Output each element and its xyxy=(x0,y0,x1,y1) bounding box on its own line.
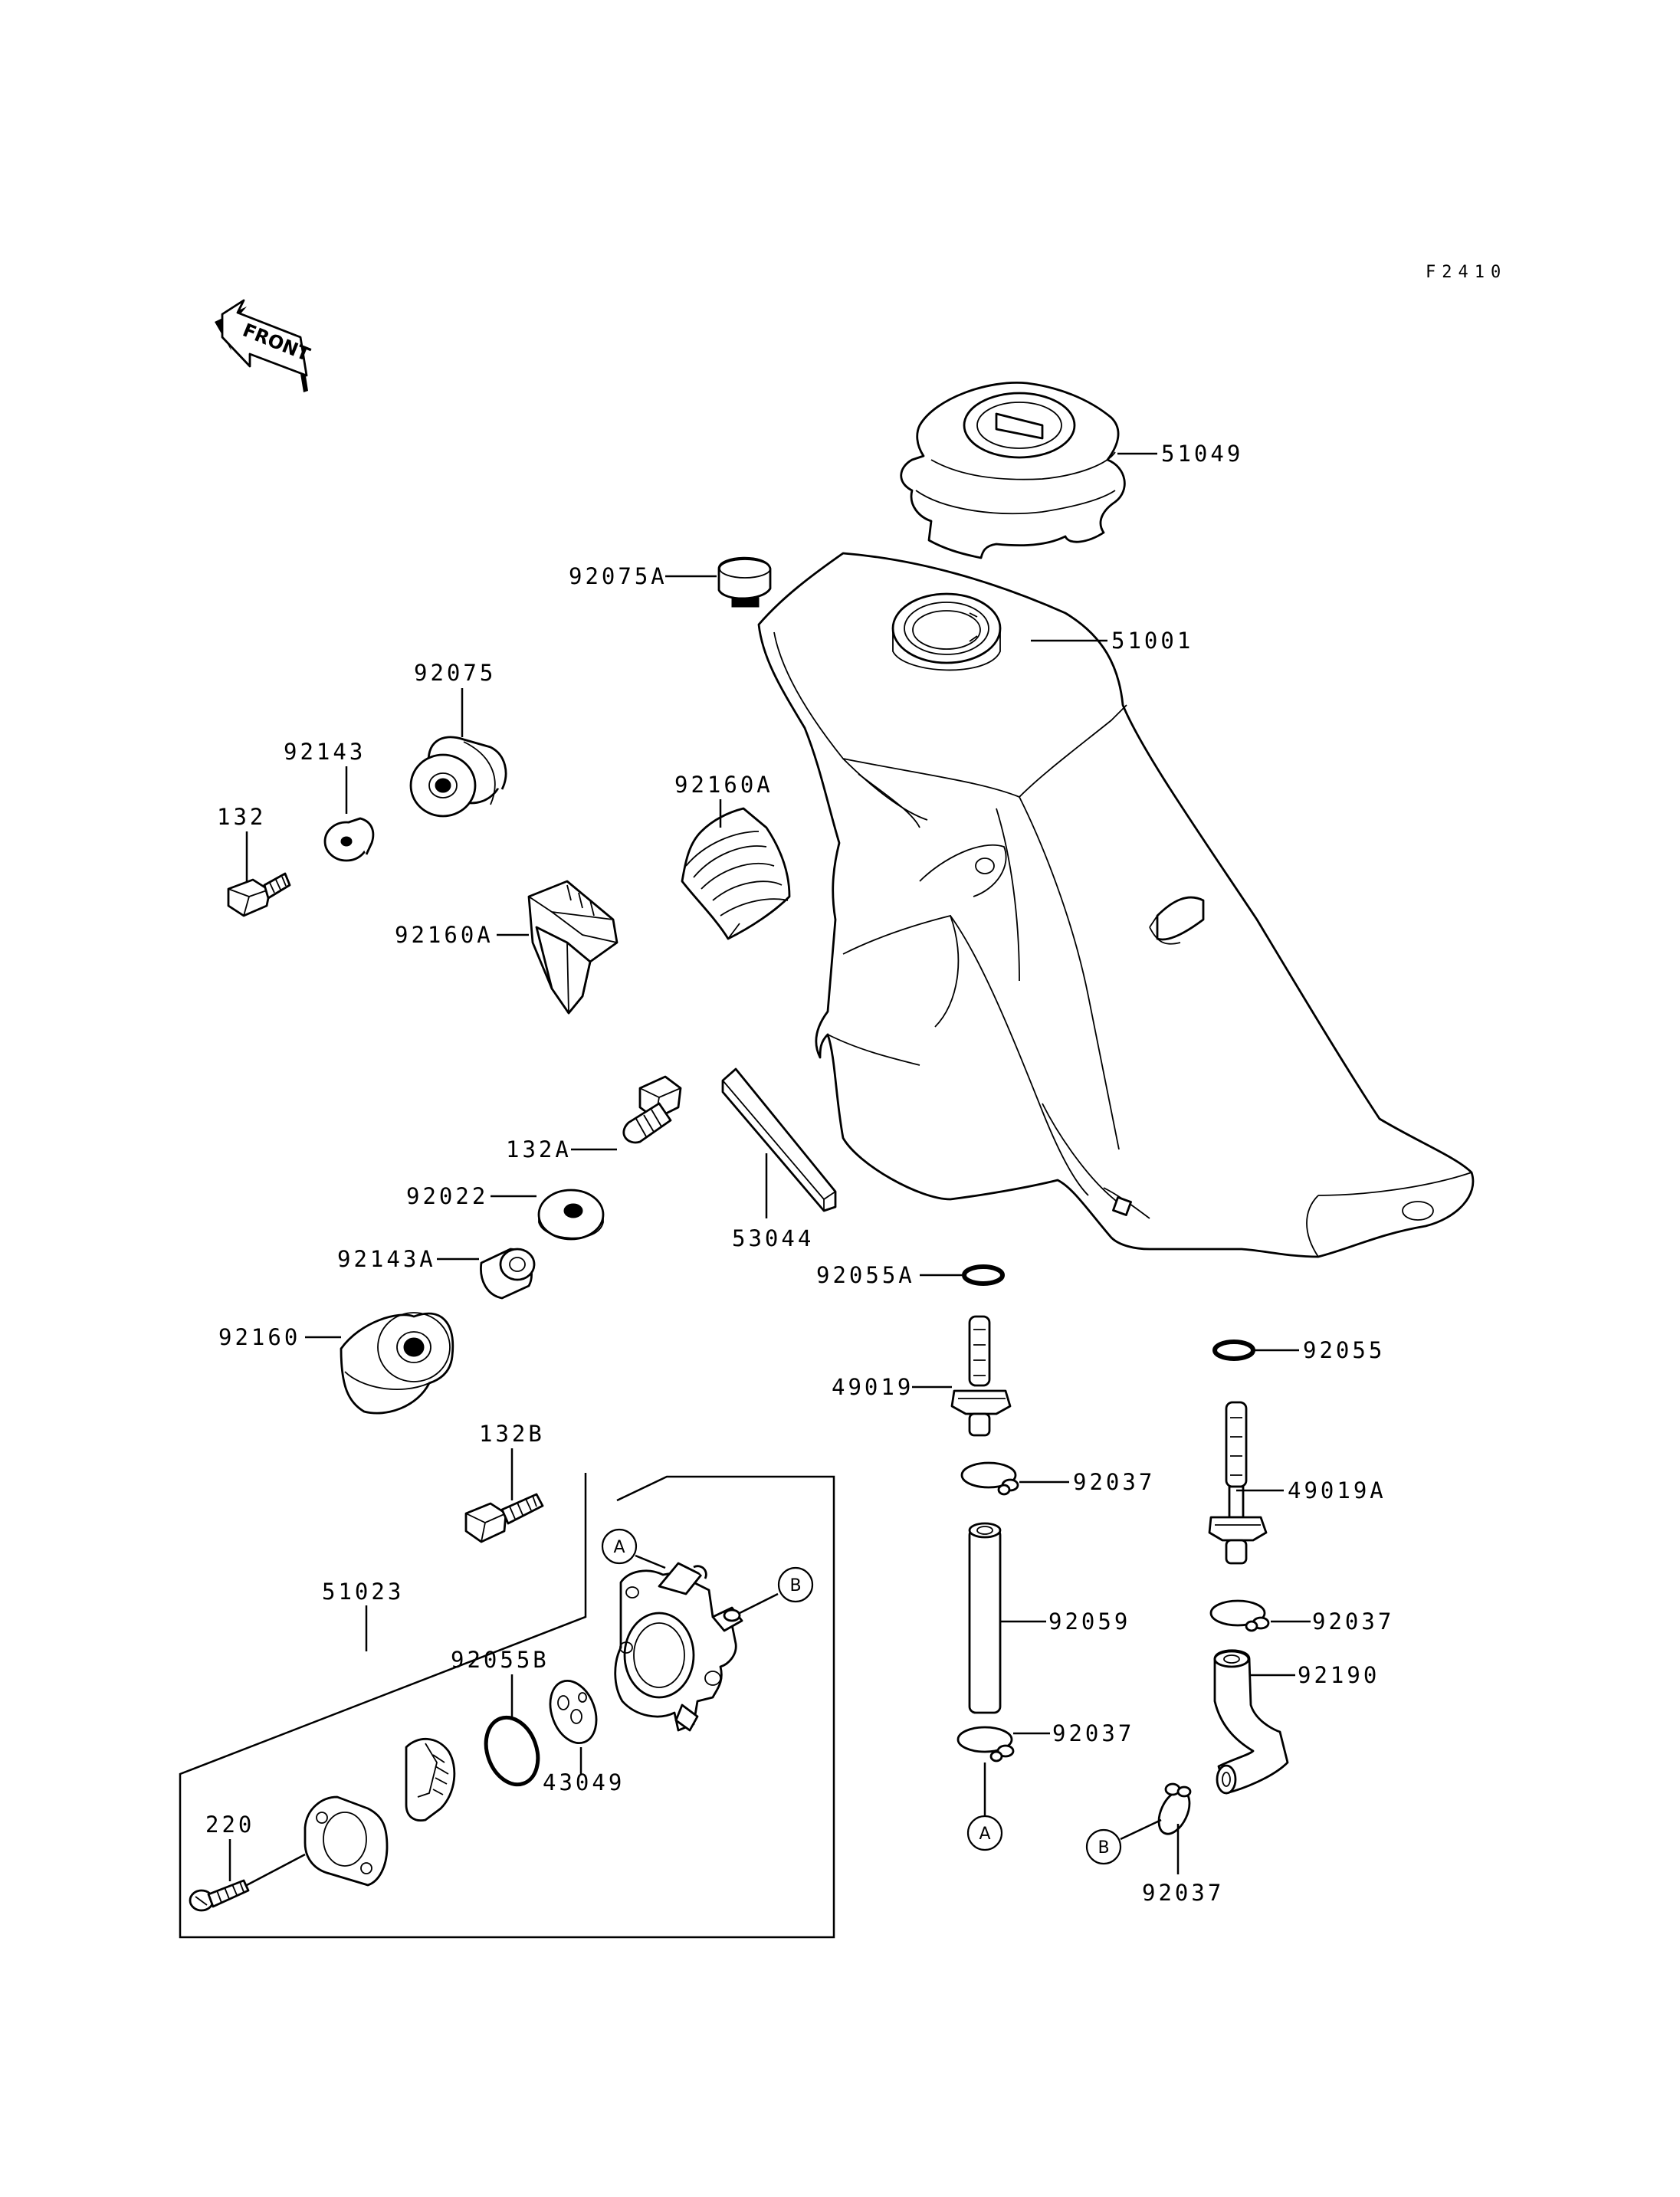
connector-a-valve-label: A xyxy=(613,1538,625,1557)
oring-92055 xyxy=(1212,1340,1255,1361)
label-92037-a: 92037 xyxy=(1073,1469,1155,1495)
oring-92055B xyxy=(484,1715,540,1787)
label-92037-d: 92037 xyxy=(1142,1880,1224,1906)
label-92022: 92022 xyxy=(406,1183,488,1209)
label-92160A-top: 92160A xyxy=(674,772,773,798)
oring-92055A xyxy=(962,1264,1005,1286)
label-92055: 92055 xyxy=(1303,1337,1385,1363)
front-arrow-icon: FRONT xyxy=(215,299,313,392)
clamp-92037-c xyxy=(956,1726,1015,1763)
connector-b-valve-label: B xyxy=(789,1576,801,1595)
washer-92022 xyxy=(537,1189,605,1241)
connector-a-valve: A xyxy=(601,1528,638,1565)
label-132: 132 xyxy=(217,804,266,830)
connector-a-hose-label: A xyxy=(979,1825,990,1844)
diagram-code: F2410 xyxy=(1426,263,1507,282)
fuel-tank xyxy=(757,552,1475,1258)
label-53044: 53044 xyxy=(732,1225,814,1251)
label-43049: 43049 xyxy=(543,1769,625,1795)
label-92037-b: 92037 xyxy=(1312,1608,1394,1635)
clamp-92037-b xyxy=(1209,1599,1270,1632)
filter-49019A xyxy=(1208,1401,1268,1565)
collar-92143 xyxy=(323,817,375,862)
hose-92190 xyxy=(1213,1649,1289,1795)
label-51049: 51049 xyxy=(1161,441,1243,467)
label-92143A: 92143A xyxy=(337,1246,436,1272)
label-51001: 51001 xyxy=(1111,628,1193,654)
connector-b-hose: B xyxy=(1085,1828,1122,1865)
label-92075A: 92075A xyxy=(569,563,668,589)
connector-b-hose-label: B xyxy=(1098,1838,1109,1858)
label-220: 220 xyxy=(205,1812,254,1838)
gasket-43049 xyxy=(549,1679,598,1745)
valve-lever xyxy=(405,1737,456,1822)
label-92190: 92190 xyxy=(1298,1662,1380,1688)
label-92075: 92075 xyxy=(414,660,496,686)
pad-92160A-left xyxy=(527,880,619,1015)
label-132A: 132A xyxy=(506,1136,572,1162)
assembly-outline xyxy=(179,1473,835,1939)
label-49019A: 49019A xyxy=(1288,1477,1386,1503)
label-92037-c: 92037 xyxy=(1052,1720,1134,1746)
filter-49019 xyxy=(950,1315,1012,1437)
connector-b-valve: B xyxy=(777,1566,814,1603)
bolt-132A xyxy=(622,1075,682,1144)
label-49019: 49019 xyxy=(832,1374,914,1400)
connector-a-hose: A xyxy=(966,1815,1003,1851)
label-92059: 92059 xyxy=(1048,1608,1130,1635)
fuel-cap xyxy=(900,381,1126,559)
damper-92075 xyxy=(409,736,507,818)
collar-92143A xyxy=(480,1248,536,1300)
label-92160A-left: 92160A xyxy=(395,922,494,948)
label-132B: 132B xyxy=(479,1421,545,1447)
fuel-valve-body xyxy=(614,1562,743,1732)
label-92055A: 92055A xyxy=(816,1262,915,1288)
screw-220 xyxy=(189,1879,250,1912)
label-92143: 92143 xyxy=(284,739,366,765)
clamp-92037-a xyxy=(960,1461,1019,1496)
pipe-92059 xyxy=(968,1522,1002,1714)
cap-92075A xyxy=(717,556,772,608)
clamp-92037-d xyxy=(1157,1782,1192,1835)
label-51023: 51023 xyxy=(322,1579,404,1605)
pad-92160A-top xyxy=(681,807,791,940)
label-92055B: 92055B xyxy=(451,1647,550,1673)
bolt-132B xyxy=(464,1493,544,1543)
strip-53044 xyxy=(721,1067,837,1212)
damper-92160 xyxy=(340,1312,454,1415)
bolt-132 xyxy=(227,872,291,917)
label-92160: 92160 xyxy=(218,1324,300,1350)
valve-plate xyxy=(304,1795,389,1887)
